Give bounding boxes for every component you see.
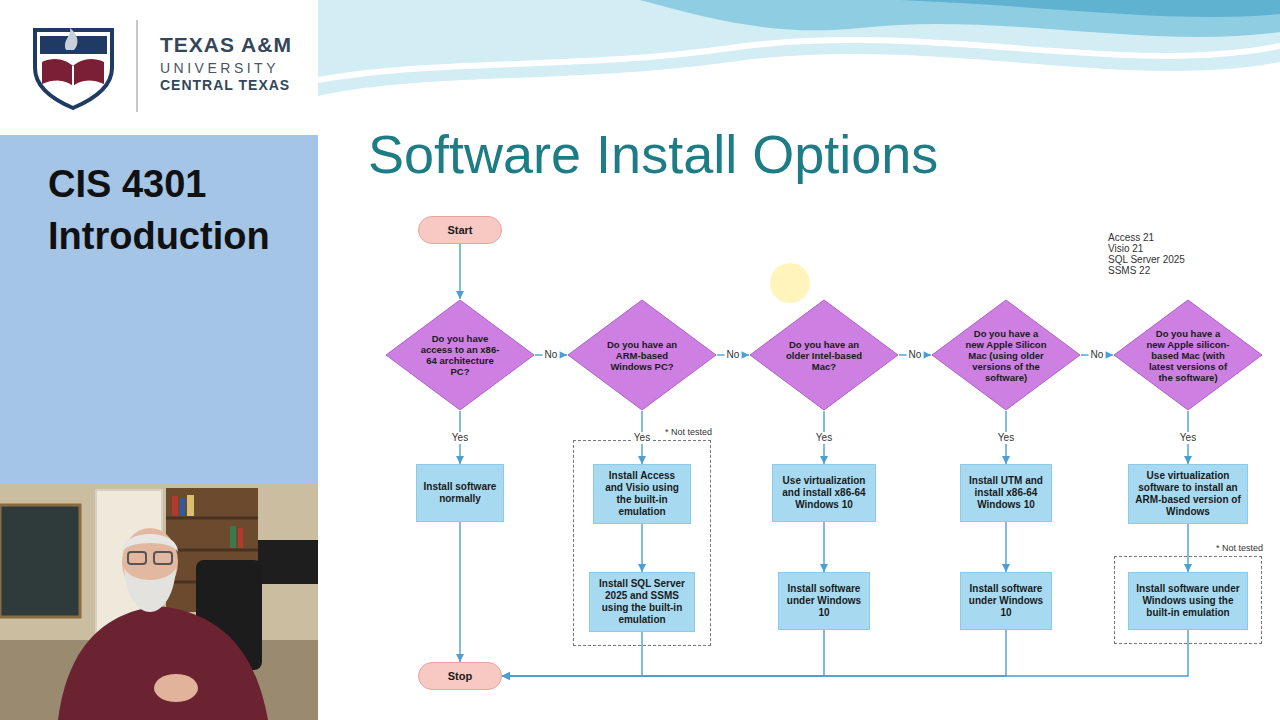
book: [230, 526, 236, 548]
process-box: Install software under Windows 10: [778, 572, 870, 630]
node-text: Stop: [448, 670, 472, 683]
logo-book-spine: [72, 66, 74, 86]
process-box: Install software under Windows using the…: [1128, 572, 1248, 630]
diamond-fill: [386, 300, 534, 410]
diamond-fill: [1114, 300, 1262, 410]
node-text: Do you have an ARM-based Windows PC?: [600, 339, 684, 372]
header-wave-deep: [900, 0, 1280, 17]
connector: [1187, 524, 1188, 572]
node-text: Install software under Windows 10: [785, 583, 863, 619]
decision-diamond: Do you have access to an x86-64 architec…: [385, 299, 535, 411]
node-text: Install software under Windows using the…: [1135, 583, 1241, 619]
side-panel: [0, 135, 318, 720]
node-text: Use virtualization software to install a…: [1135, 470, 1241, 518]
node-text: Use virtualization and install x86-64 Wi…: [779, 475, 869, 511]
connector: [1005, 522, 1006, 572]
decision-diamond: Do you have a new Apple silicon-based Ma…: [1113, 299, 1263, 411]
connector: [502, 632, 642, 676]
book: [180, 498, 185, 516]
diamond-fill: [568, 300, 716, 410]
presenter-hair: [122, 534, 178, 552]
glasses: [154, 552, 172, 564]
connector: [641, 524, 642, 572]
edge-label: Yes: [450, 432, 470, 444]
edge-label: Yes: [1178, 432, 1198, 444]
node-text: Do you have a new Apple Silicon Mac (usi…: [964, 328, 1048, 383]
book: [172, 496, 178, 516]
edge-label: Yes: [814, 432, 834, 444]
presenter-beard: [124, 568, 176, 612]
edge-label: Yes: [632, 432, 652, 444]
course-heading: CIS 4301 Introduction: [48, 158, 308, 262]
node-text: Do you have access to an x86-64 architec…: [418, 333, 502, 377]
logo-divider: [136, 20, 138, 112]
version-note: Visio 21: [1108, 243, 1143, 254]
node-text: Install Access and Visio using the built…: [600, 470, 684, 518]
version-note: SSMS 22: [1108, 265, 1150, 276]
connector: [823, 522, 824, 572]
connector: [459, 522, 460, 662]
connector: [502, 630, 1188, 676]
node-text: Install software under Windows 10: [967, 583, 1045, 619]
decision-diamond: Do you have a new Apple Silicon Mac (usi…: [931, 299, 1081, 411]
glasses: [128, 552, 146, 564]
logo-book: [42, 59, 104, 86]
connector: [502, 630, 1006, 676]
note-label: * Not tested: [1214, 542, 1265, 554]
process-box: Use virtualization and install x86-64 Wi…: [772, 464, 876, 522]
shelf: [166, 517, 258, 520]
connector: [459, 244, 460, 299]
dashed-group: * Not testedInstall Access and Visio usi…: [573, 440, 711, 646]
process-box: Install software under Windows 10: [960, 572, 1052, 630]
process-box: Install UTM and install x86-64 Windows 1…: [960, 464, 1052, 522]
header-swoosh: [318, 40, 1280, 80]
note-label: * Not tested: [663, 426, 714, 438]
pointer-highlight: [770, 263, 810, 303]
edge-label: No: [725, 349, 742, 361]
slide-title: Software Install Options: [368, 122, 938, 186]
process-box: Install Access and Visio using the built…: [593, 464, 691, 524]
shelf: [166, 549, 258, 552]
diamond-fill: [750, 300, 898, 410]
monitor: [258, 540, 318, 584]
presenter-shirt: [58, 606, 268, 720]
diamond-fill: [932, 300, 1080, 410]
chalkboard: [0, 505, 80, 617]
dashed-group: * Not testedInstall software under Windo…: [1114, 556, 1262, 644]
book: [187, 495, 194, 516]
header-wave: [318, 0, 1280, 96]
logo-torch: [65, 28, 77, 50]
node-text: Install SQL Server 2025 and SSMS using t…: [596, 578, 688, 626]
process-box: Use virtualization software to install a…: [1128, 464, 1248, 524]
process-box: Install SQL Server 2025 and SSMS using t…: [589, 572, 695, 632]
process-box: Install software normally: [416, 464, 504, 522]
decision-diamond: Do you have an ARM-based Windows PC?: [567, 299, 717, 411]
decision-diamond: Do you have an older Intel-based Mac?: [749, 299, 899, 411]
edge-label: No: [907, 349, 924, 361]
video-wall: [0, 483, 318, 720]
edge-label: No: [1089, 349, 1106, 361]
header-wave-dark: [640, 0, 1280, 37]
node-text: Install UTM and install x86-64 Windows 1…: [967, 475, 1045, 511]
logo-wordmark: CENTRAL TEXAS: [160, 77, 290, 93]
node-text: Do you have an older Intel-based Mac?: [782, 339, 866, 372]
terminal-pill: Start: [418, 216, 502, 244]
presenter-hands: [154, 674, 198, 702]
book: [238, 528, 243, 548]
node-text: Install software normally: [423, 481, 497, 505]
node-text: Start: [447, 224, 472, 237]
version-note: SQL Server 2025: [1108, 254, 1185, 265]
logo-area: [0, 0, 318, 135]
version-note: Access 21: [1108, 232, 1154, 243]
logo-wordmark: UNIVERSITY: [160, 60, 279, 76]
edge-label: No: [543, 349, 560, 361]
terminal-pill: Stop: [418, 662, 502, 690]
edge-label: Yes: [996, 432, 1016, 444]
node-text: Do you have a new Apple silicon-based Ma…: [1146, 328, 1230, 383]
connector: [502, 630, 824, 676]
logo-wordmark: TEXAS A&M: [160, 33, 292, 57]
